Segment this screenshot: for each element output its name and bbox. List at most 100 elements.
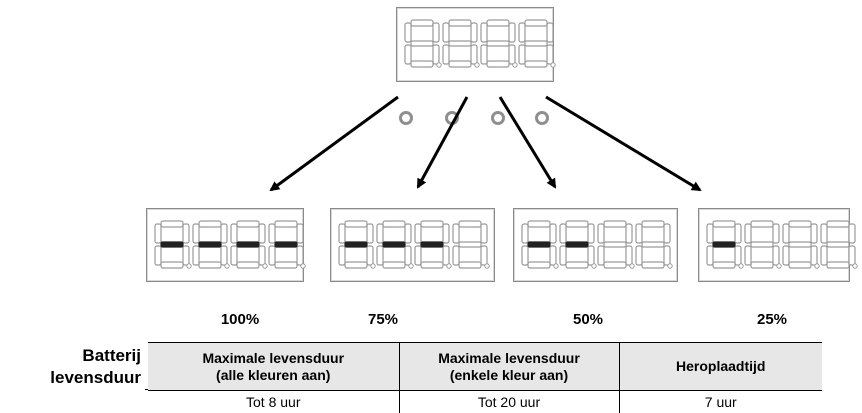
value-all-colors: Tot 8 uur — [148, 391, 399, 413]
segment-outline — [155, 224, 161, 243]
segment-outline — [155, 246, 161, 265]
segment-lit — [421, 242, 443, 247]
battery-life-label-line2: levensduur — [50, 367, 141, 389]
segment-digit — [415, 221, 451, 268]
decimal-point — [853, 264, 857, 268]
segment-outline — [383, 221, 405, 227]
value-recharge: 7 uur — [619, 391, 822, 413]
display-50 — [513, 208, 678, 282]
battery-table: Maximale levensduur (alle kleuren aan) M… — [148, 342, 822, 413]
decimal-point — [301, 264, 305, 268]
decimal-point — [668, 264, 672, 268]
segment-outline — [345, 221, 367, 227]
segment-outline — [367, 246, 373, 265]
segment-outline — [377, 246, 383, 265]
arrow-to-25 — [546, 97, 700, 190]
segment-outline — [560, 246, 566, 265]
segment-digit — [269, 221, 305, 268]
decimal-point — [777, 264, 781, 268]
segment-outline — [560, 224, 566, 243]
segment-outline — [827, 242, 849, 247]
segment-outline — [664, 224, 670, 243]
decimal-point — [592, 264, 596, 268]
display-100 — [146, 208, 304, 282]
segment-outline — [453, 246, 459, 265]
table-value-row: Tot 8 uur Tot 20 uur 7 uur — [148, 391, 822, 413]
level-label-100: 100% — [180, 311, 300, 328]
segment-outline — [377, 224, 383, 243]
segment-outline — [783, 224, 789, 243]
segment-outline — [459, 242, 481, 247]
segment-outline — [522, 224, 528, 243]
seven-segment-digits — [153, 219, 309, 271]
segment-outline — [481, 246, 487, 265]
decimal-point — [739, 264, 743, 268]
segment-outline — [199, 221, 221, 227]
battery-life-label: Batterij levensduur — [50, 345, 141, 389]
segment-outline — [459, 262, 481, 268]
segment-lit — [237, 242, 259, 247]
segment-outline — [789, 242, 811, 247]
segment-outline — [421, 221, 443, 227]
header-cell-line1: Heroplaadtijd — [620, 358, 823, 375]
segment-outline — [604, 242, 626, 247]
segment-outline — [405, 246, 411, 265]
decimal-point — [409, 264, 413, 268]
segment-outline — [735, 246, 741, 265]
segment-outline — [636, 224, 642, 243]
header-max-all-colors: Maximale levensduur (alle kleuren aan) — [148, 343, 399, 391]
segment-outline — [773, 224, 779, 243]
segment-outline — [735, 224, 741, 243]
segment-outline — [161, 262, 183, 268]
segment-lit — [528, 242, 550, 247]
segment-outline — [751, 242, 773, 247]
header-cell-line2: (alle kleuren aan) — [148, 367, 399, 384]
header-recharge-time: Heroplaadtijd — [619, 343, 822, 391]
segment-outline — [221, 246, 227, 265]
segment-outline — [421, 262, 443, 268]
segment-outline — [626, 224, 632, 243]
segment-outline — [237, 221, 259, 227]
segment-digit — [193, 221, 229, 268]
segment-outline — [598, 224, 604, 243]
segment-outline — [443, 246, 449, 265]
segment-outline — [443, 224, 449, 243]
segment-outline — [707, 246, 713, 265]
segment-outline — [481, 224, 487, 243]
decimal-point — [447, 264, 451, 268]
segment-outline — [713, 221, 735, 227]
display-25 — [698, 208, 850, 282]
segment-lit — [713, 242, 735, 247]
segment-outline — [588, 224, 594, 243]
segment-digit — [155, 221, 191, 268]
segment-outline — [811, 224, 817, 243]
segment-outline — [231, 224, 237, 243]
segment-outline — [642, 221, 664, 227]
segment-outline — [231, 246, 237, 265]
segment-outline — [566, 262, 588, 268]
segment-outline — [297, 246, 303, 265]
decimal-point — [554, 264, 558, 268]
segment-outline — [237, 262, 259, 268]
segment-outline — [259, 224, 265, 243]
segment-outline — [642, 262, 664, 268]
segment-outline — [604, 221, 626, 227]
segment-outline — [789, 262, 811, 268]
header-max-single-color: Maximale levensduur (enkele kleur aan) — [399, 343, 619, 391]
segment-outline — [598, 246, 604, 265]
segment-digit — [522, 221, 558, 268]
display-100-digits — [153, 219, 309, 276]
decimal-point — [371, 264, 375, 268]
segment-outline — [550, 224, 556, 243]
segment-digit — [636, 221, 672, 268]
segment-outline — [383, 262, 405, 268]
segment-outline — [773, 246, 779, 265]
header-cell-line1: Maximale levensduur — [148, 350, 399, 367]
segment-lit — [275, 242, 297, 247]
segment-outline — [339, 224, 345, 243]
segment-outline — [183, 246, 189, 265]
segment-outline — [161, 221, 183, 227]
display-25-digits — [705, 219, 861, 276]
segment-outline — [528, 221, 550, 227]
arrow-to-100 — [271, 97, 398, 190]
